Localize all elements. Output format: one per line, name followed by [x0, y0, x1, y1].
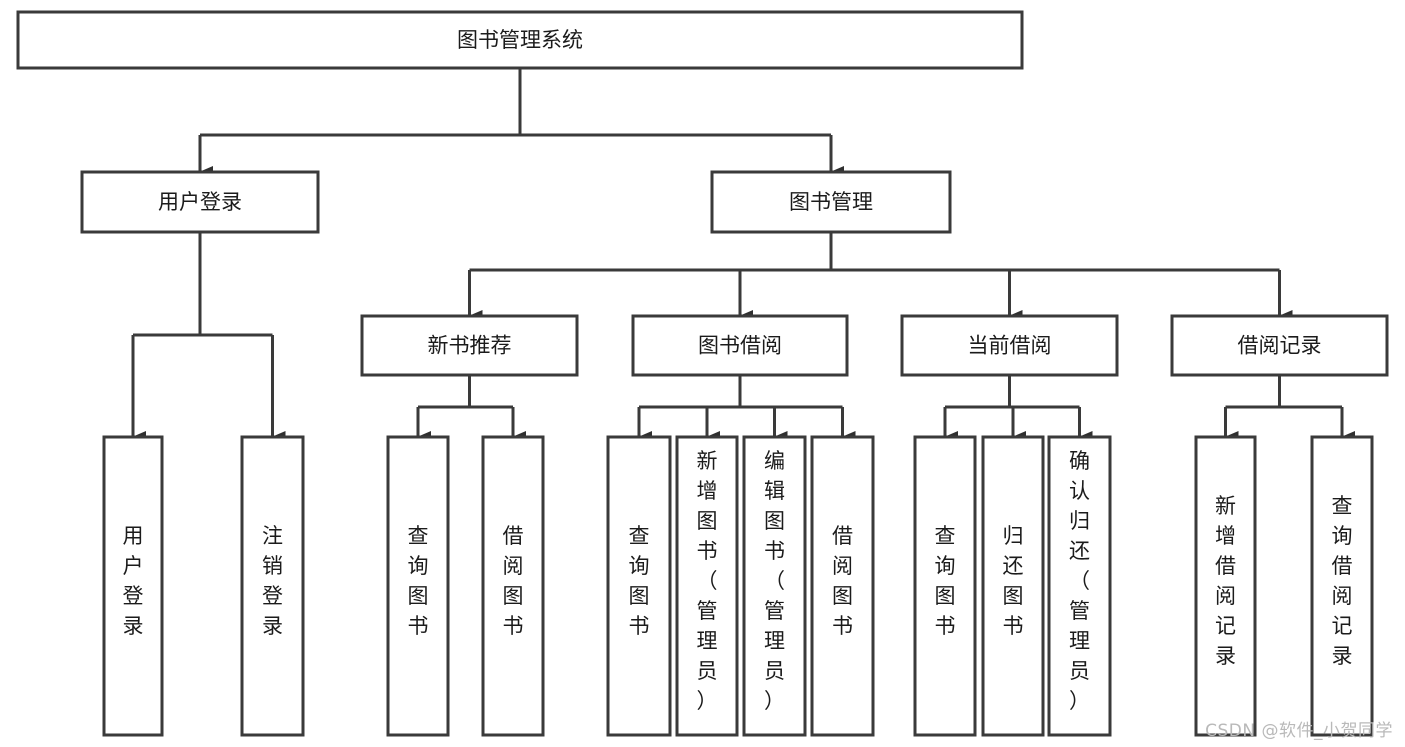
node-label: 归还图书	[1003, 524, 1024, 638]
node-leaf-return-book[interactable]: 归还图书	[981, 435, 1045, 737]
node-label: 图书管理系统	[457, 28, 583, 52]
node-label: 用户登录	[158, 190, 242, 214]
node-label: 确认归还（管理员）	[1069, 449, 1090, 713]
node-book-manage[interactable]: 图书管理	[710, 170, 952, 234]
node-leaf-borrow-book-rec[interactable]: 借阅图书	[481, 435, 545, 737]
node-box	[360, 314, 579, 377]
node-box	[1170, 314, 1389, 377]
node-box	[675, 435, 739, 737]
connector-user-login-to-leaves	[131, 232, 286, 443]
node-label: 查询借阅记录	[1332, 494, 1353, 668]
node-box	[710, 170, 952, 234]
node-label: 图书借阅	[698, 334, 782, 358]
node-label: 查询图书	[629, 524, 650, 638]
node-new-book-rec[interactable]: 新书推荐	[360, 314, 579, 377]
node-leaf-query-book-rec[interactable]: 查询图书	[386, 435, 450, 737]
node-leaf-borrow-book[interactable]: 借阅图书	[810, 435, 875, 737]
node-box	[481, 435, 545, 737]
node-box	[80, 170, 320, 234]
node-leaf-query-book-borrow[interactable]: 查询图书	[606, 435, 672, 737]
node-root[interactable]: 图书管理系统	[16, 10, 1024, 70]
node-box	[810, 435, 875, 737]
node-box	[386, 435, 450, 737]
node-label: 用户登录	[123, 524, 144, 638]
node-label: 注销登录	[262, 524, 283, 638]
connector-current-borrow-to-leaves	[943, 375, 1093, 443]
node-label: 新书推荐	[428, 334, 512, 358]
node-current-borrow[interactable]: 当前借阅	[900, 314, 1119, 377]
node-label: 查询图书	[408, 524, 429, 638]
connector-root-to-level2	[198, 68, 844, 178]
node-leaf-query-book-current[interactable]: 查询图书	[913, 435, 977, 737]
node-box	[742, 435, 807, 737]
connectors-layer	[131, 68, 1355, 443]
connector-new-book-rec-to-leaves	[416, 375, 526, 443]
node-borrow-record[interactable]: 借阅记录	[1170, 314, 1389, 377]
node-box	[631, 314, 849, 377]
node-leaf-user-login[interactable]: 用户登录	[102, 435, 164, 737]
node-leaf-query-borrow-record[interactable]: 查询借阅记录	[1310, 435, 1374, 737]
node-box	[1194, 435, 1257, 737]
node-leaf-edit-book-admin[interactable]: 编辑图书（管理员）	[742, 435, 807, 737]
node-label: 新增图书（管理员）	[697, 449, 718, 713]
node-box	[102, 435, 164, 737]
node-leaf-logout[interactable]: 注销登录	[240, 435, 305, 737]
node-label: 借阅图书	[832, 524, 853, 638]
node-user-login[interactable]: 用户登录	[80, 170, 320, 234]
node-label: 借阅记录	[1238, 334, 1322, 358]
node-box	[900, 314, 1119, 377]
node-box	[981, 435, 1045, 737]
node-box	[1047, 435, 1112, 737]
node-label: 当前借阅	[968, 334, 1052, 358]
node-box	[16, 10, 1024, 70]
connector-borrow-record-to-leaves	[1224, 375, 1355, 443]
node-label: 新增借阅记录	[1215, 494, 1236, 668]
connector-book-manage-to-level3	[468, 232, 1293, 322]
node-box	[913, 435, 977, 737]
node-box	[606, 435, 672, 737]
csdn-watermark: CSDN @软件_小贺同学	[1205, 721, 1393, 741]
connector-book-borrow-to-leaves	[637, 375, 856, 443]
node-label: 查询图书	[935, 524, 956, 638]
node-box	[1310, 435, 1374, 737]
node-label: 图书管理	[789, 190, 873, 214]
node-leaf-confirm-return-admin[interactable]: 确认归还（管理员）	[1047, 435, 1112, 737]
node-leaf-add-book-admin[interactable]: 新增图书（管理员）	[675, 435, 739, 737]
node-label: 借阅图书	[503, 524, 524, 638]
node-leaf-add-borrow-record[interactable]: 新增借阅记录	[1194, 435, 1257, 737]
node-label: 编辑图书（管理员）	[764, 449, 785, 713]
node-book-borrow[interactable]: 图书借阅	[631, 314, 849, 377]
nodes-layer: 图书管理系统用户登录图书管理新书推荐图书借阅当前借阅借阅记录用户登录注销登录查询…	[16, 10, 1389, 737]
node-box	[240, 435, 305, 737]
